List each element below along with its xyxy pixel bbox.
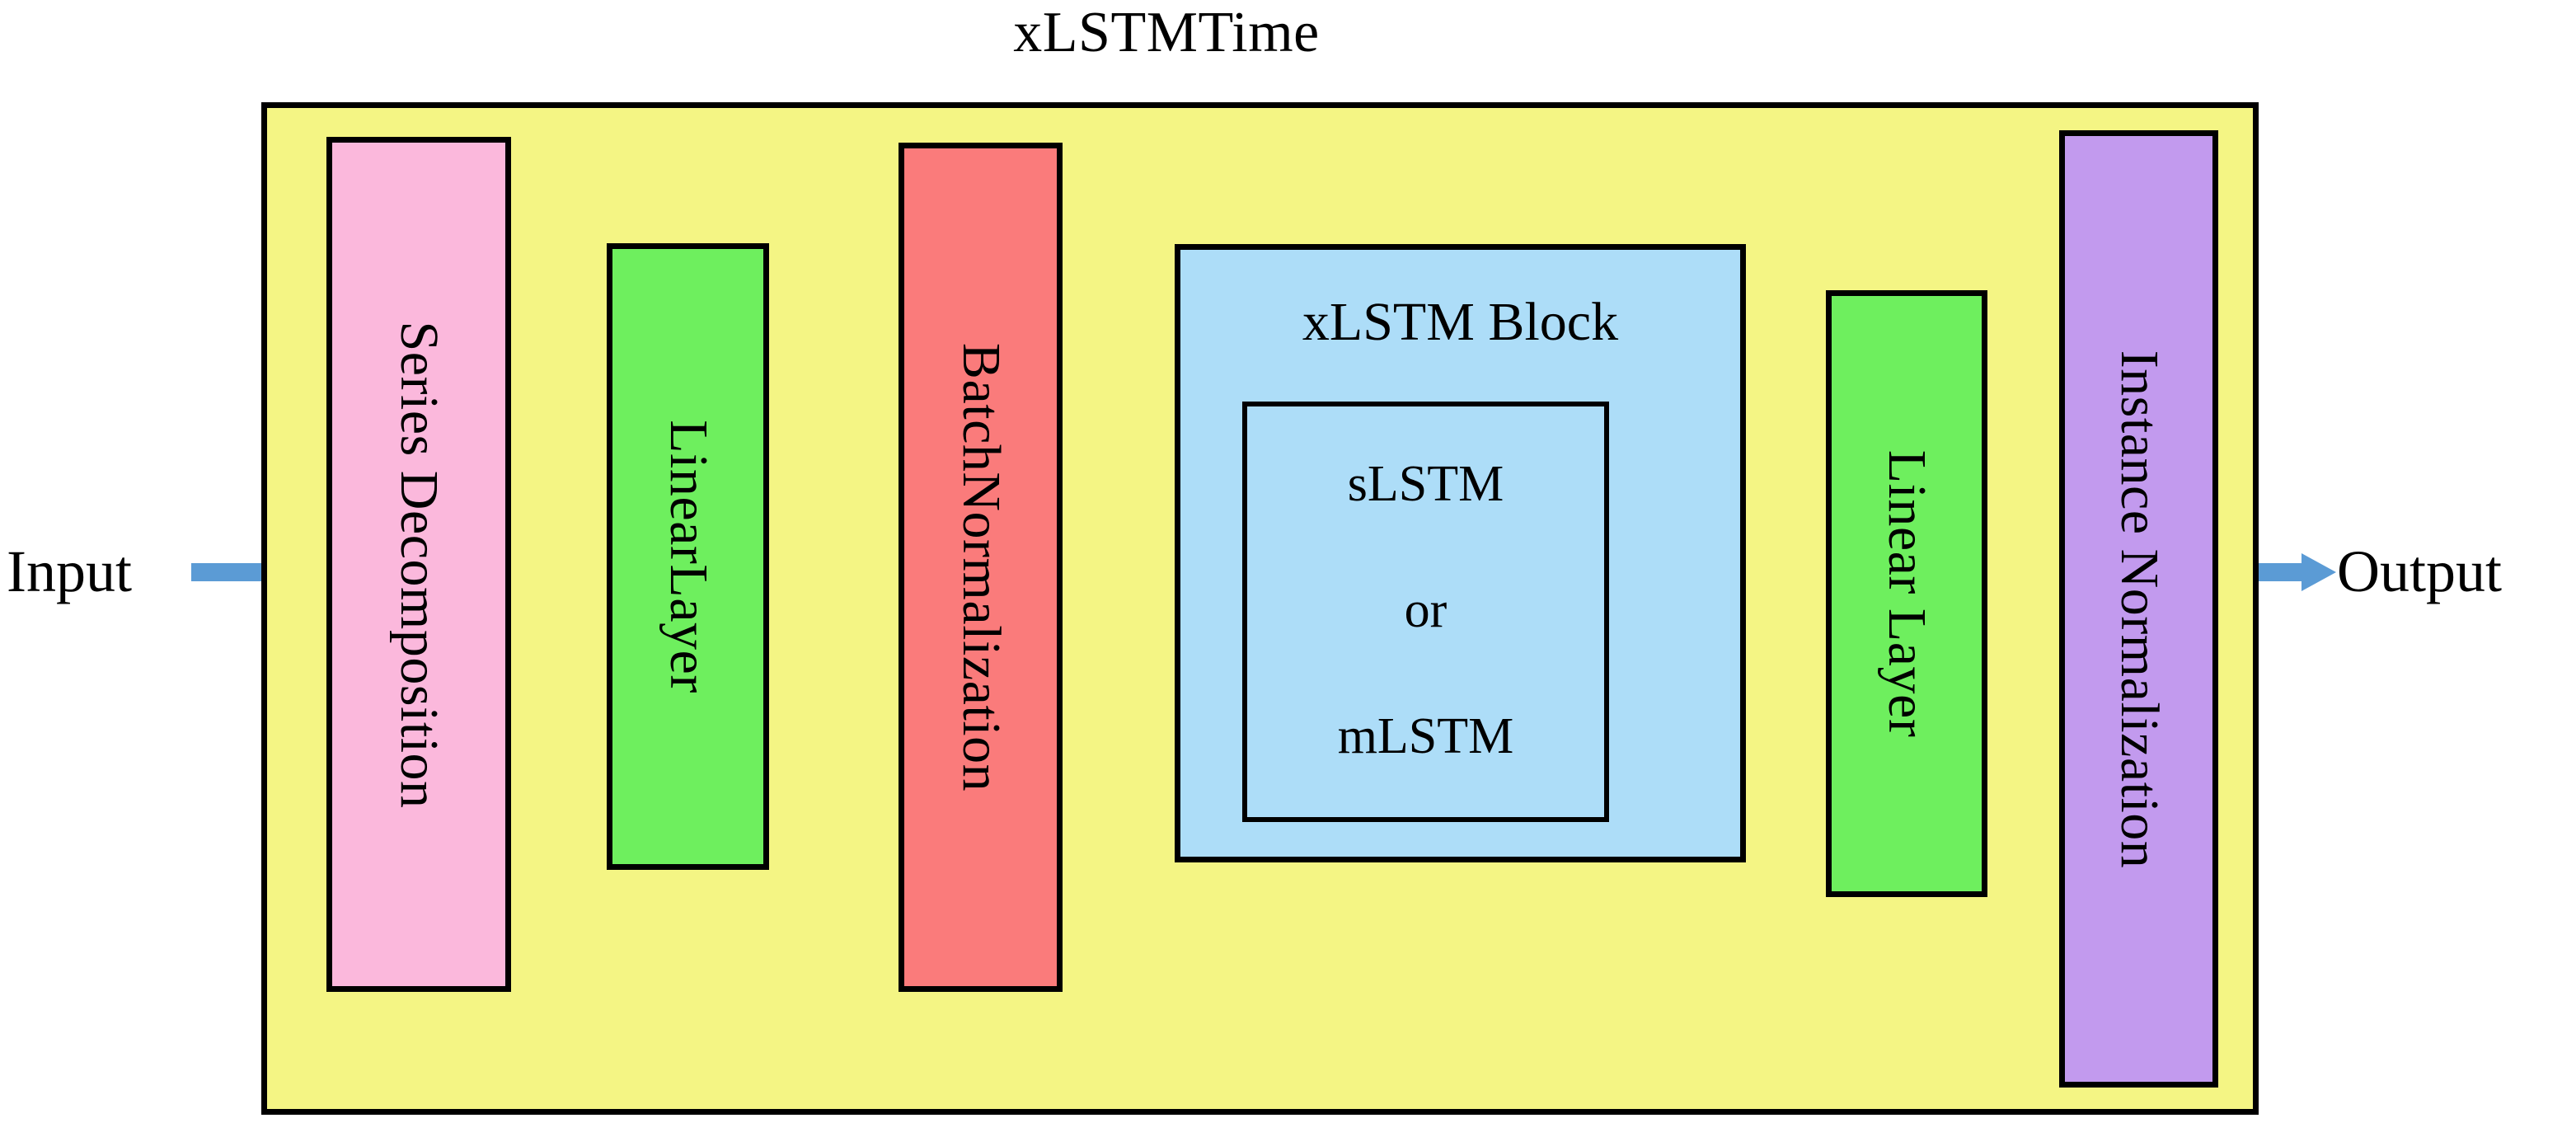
output-label: Output: [2337, 538, 2503, 604]
xlstm-block-heading: xLSTM Block: [1302, 292, 1619, 352]
xlstm-variant-box[interactable]: sLSTM or mLSTM: [1242, 402, 1609, 822]
stage-xlstm-block[interactable]: xLSTM Block sLSTM or mLSTM: [1175, 244, 1746, 862]
stage-linear-layer-1-label: LinearLayer: [658, 420, 719, 693]
stage-linear-layer-1[interactable]: LinearLayer: [607, 243, 769, 870]
arrow-instance-normalization-to-output-icon: [2236, 553, 2336, 591]
diagram-title: xLSTMTime: [1013, 1, 1320, 64]
stage-batch-normalization-label: BatchNormalization: [950, 342, 1011, 792]
stage-linear-layer-2[interactable]: Linear Layer: [1826, 290, 1987, 897]
stage-instance-normalization-label: Instance Normalization: [2109, 350, 2170, 868]
xlstm-variant-slstm: sLSTM: [1347, 456, 1504, 513]
stage-instance-normalization[interactable]: Instance Normalization: [2059, 130, 2218, 1088]
stage-series-decomposition[interactable]: Series Decomposition: [326, 137, 511, 992]
stage-linear-layer-2-label: Linear Layer: [1877, 449, 1937, 738]
xlstm-variant-conjunction: or: [1404, 581, 1448, 638]
stage-batch-normalization[interactable]: BatchNormalization: [899, 143, 1063, 992]
stage-series-decomposition-label: Series Decomposition: [389, 320, 449, 809]
input-label: Input: [7, 538, 132, 604]
xlstm-variant-mlstm: mLSTM: [1337, 707, 1514, 764]
